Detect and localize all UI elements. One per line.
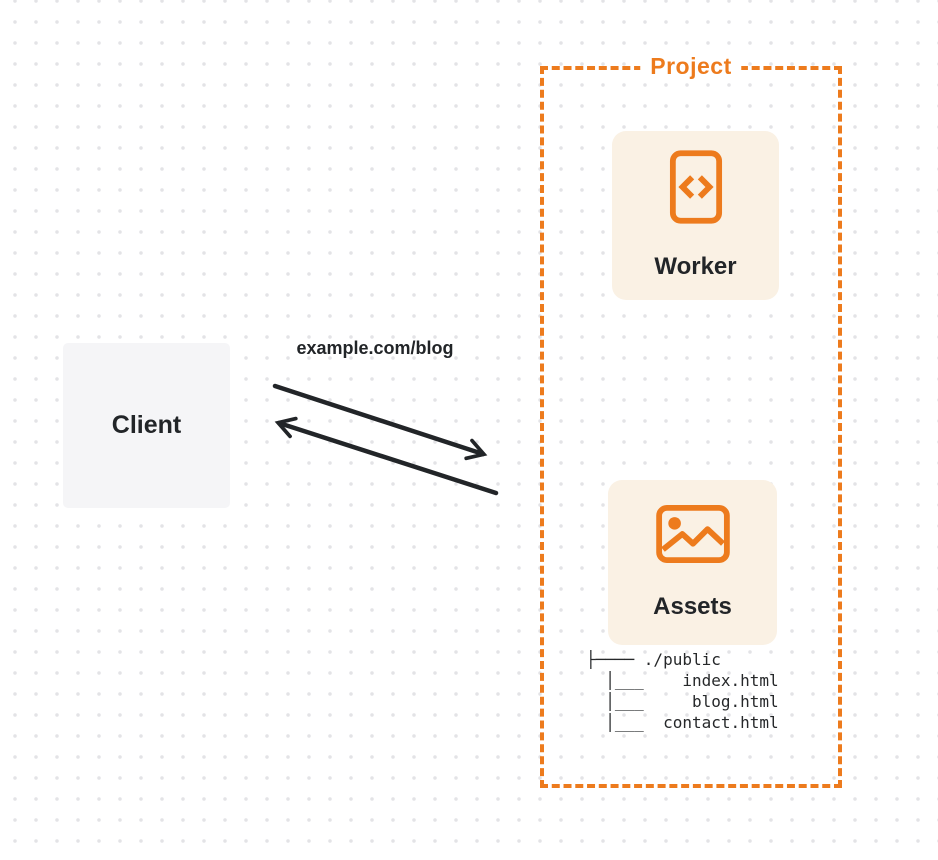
code-file-icon: [669, 150, 723, 229]
image-icon: [655, 504, 730, 569]
assets-file-tree: ├──── ./public │___ index.html │___ blog…: [586, 650, 779, 732]
response-arrow: [274, 416, 499, 496]
worker-card: Worker: [612, 131, 779, 300]
project-container: Project: [540, 53, 842, 788]
assets-card: Assets: [608, 480, 777, 645]
client-label: Client: [111, 411, 182, 439]
worker-label: Worker: [654, 253, 737, 280]
request-url-label: example.com/blog: [296, 338, 454, 358]
request-arrow: [272, 383, 488, 461]
client-box: Client: [63, 343, 230, 508]
assets-label: Assets: [653, 593, 732, 620]
project-label: Project: [640, 53, 742, 80]
